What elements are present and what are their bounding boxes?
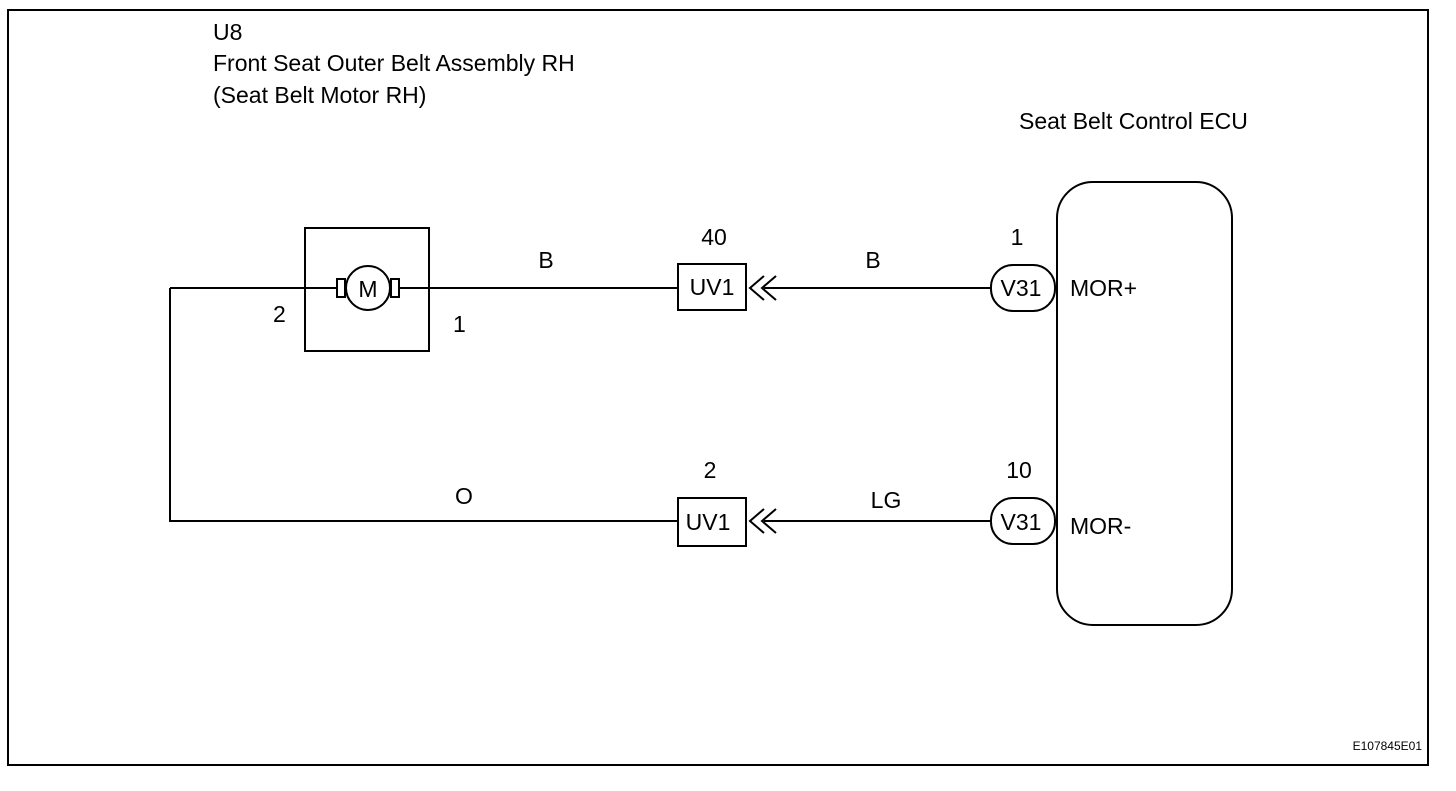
ecu-connector-lower: [990, 497, 1056, 545]
wire-color-upper-right: B: [865, 247, 880, 273]
ecu-connector-upper: [990, 264, 1056, 312]
junction-connector-upper-pin: 40: [701, 224, 727, 250]
ecu-connector-upper-label: V31: [1001, 275, 1042, 301]
ecu-terminal-upper: MOR+: [1070, 275, 1137, 301]
figure-id: E107845E01: [1353, 739, 1423, 753]
wire-lower-left: [169, 288, 678, 522]
motor-component-box: [304, 227, 430, 352]
ecu-connector-lower-label: V31: [1001, 509, 1042, 535]
junction-connector-lower-pin: 2: [704, 457, 717, 483]
junction-connector-lower-label: UV1: [686, 509, 731, 535]
ecu-connector-upper-pin: 1: [1011, 224, 1024, 250]
component-subname: (Seat Belt Motor RH): [213, 82, 426, 108]
wire-color-lower-right: LG: [871, 487, 902, 513]
connector-arrow-upper-1: [748, 275, 765, 301]
connector-arrow-lower-2: [760, 508, 777, 534]
motor-brush-right: [390, 278, 400, 298]
wire-color-upper-left: B: [538, 247, 553, 273]
junction-connector-upper: [677, 263, 747, 311]
motor-pin-right: 1: [453, 311, 466, 337]
connector-arrow-upper-2: [760, 275, 777, 301]
motor-icon: [345, 265, 391, 311]
component-code: U8: [213, 19, 242, 45]
ecu-box: [1056, 181, 1233, 626]
ecu-terminal-lower: MOR-: [1070, 513, 1131, 539]
ecu-connector-lower-pin: 10: [1006, 457, 1032, 483]
junction-connector-lower: [677, 497, 747, 547]
motor-brush-left: [336, 278, 346, 298]
component-name: Front Seat Outer Belt Assembly RH: [213, 50, 575, 76]
motor-pin-left: 2: [273, 301, 286, 327]
wire-color-lower-left: O: [455, 483, 473, 509]
motor-symbol: M: [358, 276, 377, 302]
connector-arrow-lower-1: [748, 508, 765, 534]
ecu-name: Seat Belt Control ECU: [1019, 108, 1248, 134]
junction-connector-upper-label: UV1: [690, 274, 735, 300]
diagram-frame: [7, 9, 1429, 766]
